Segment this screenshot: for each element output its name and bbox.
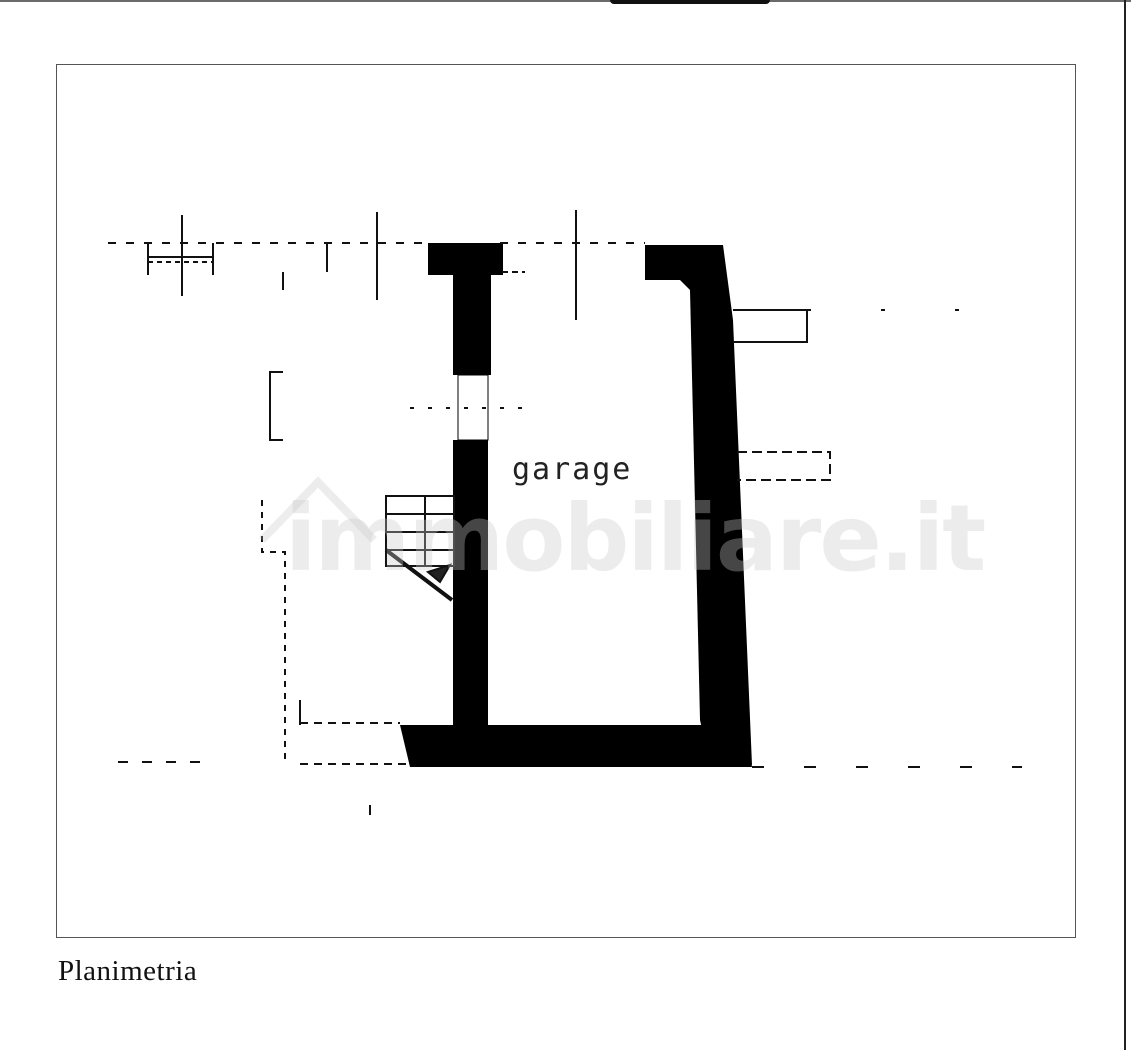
scan-artifact (610, 0, 770, 4)
watermark: immobiliare.it (285, 485, 986, 592)
page-top-edge (0, 0, 1131, 2)
caption: Planimetria (58, 955, 198, 987)
room-label-garage: garage (512, 452, 633, 487)
house-icon (259, 476, 377, 543)
page-right-edge (1124, 0, 1126, 1050)
floorplan-frame (56, 64, 1076, 938)
